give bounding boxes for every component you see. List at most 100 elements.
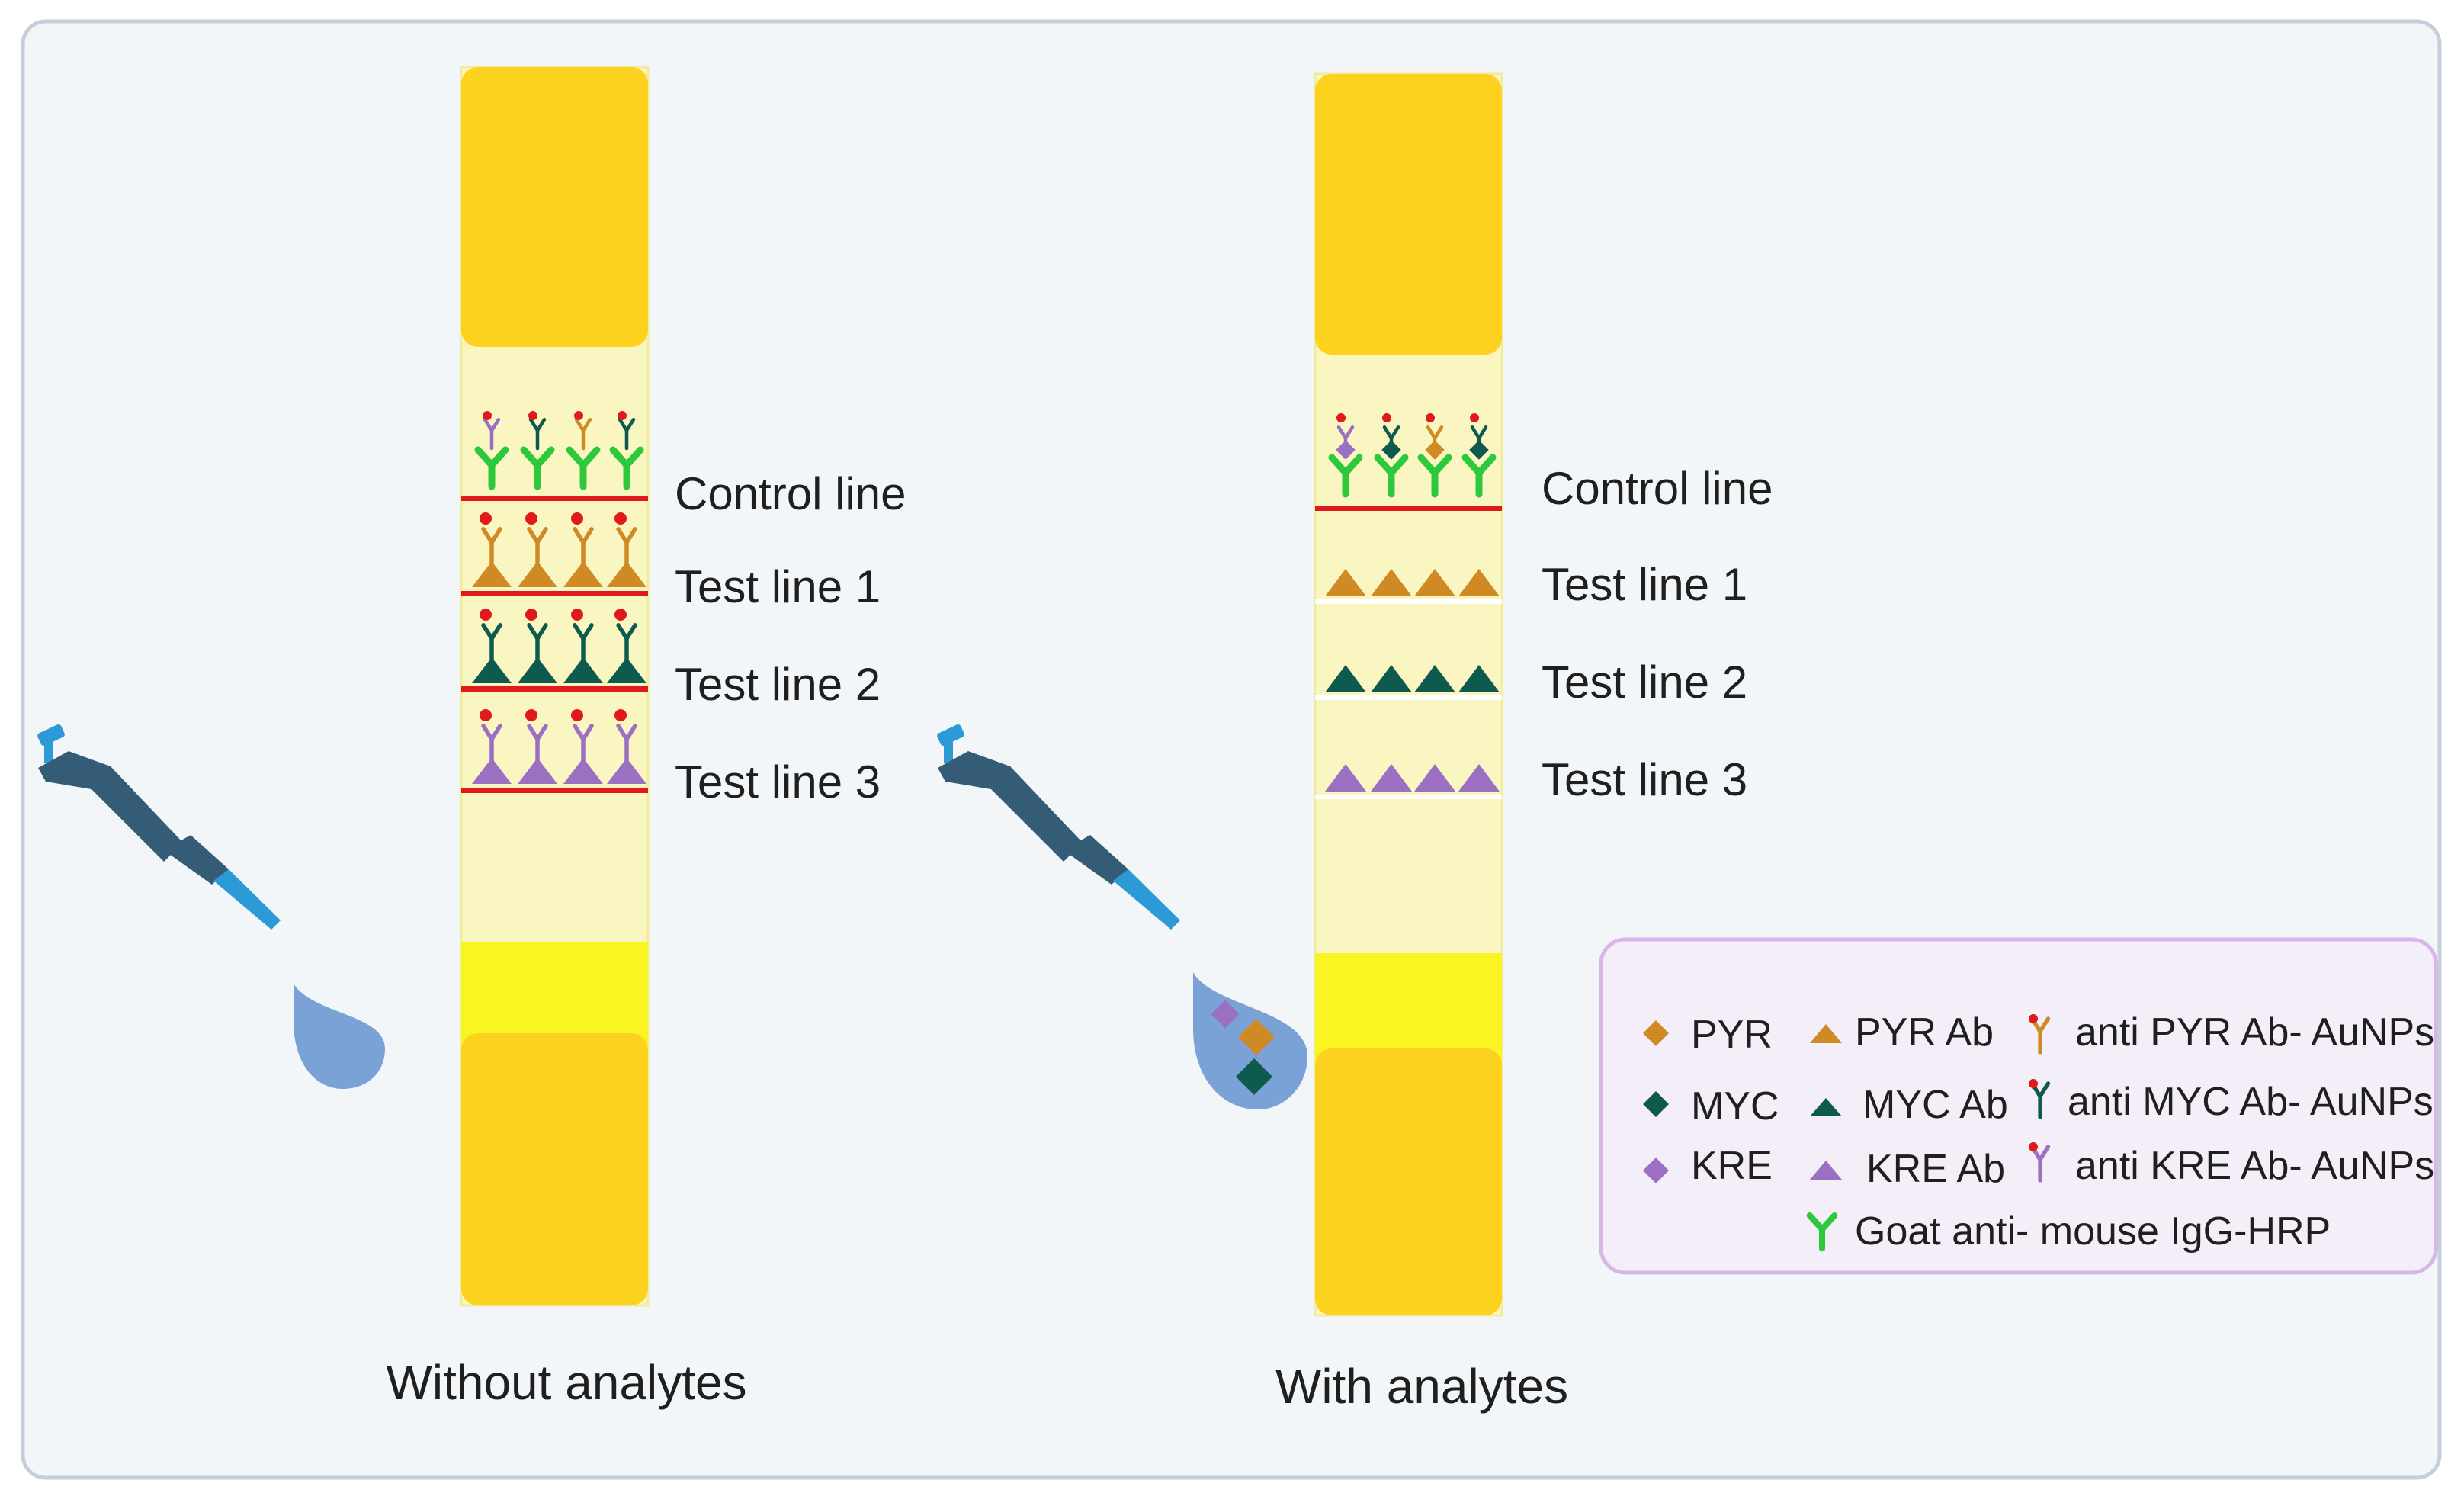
legend-label-goat: Goat anti- mouse IgG-HRP (1855, 1209, 2331, 1254)
triangle-icon (1810, 1024, 1842, 1043)
test-line-3 (461, 788, 648, 793)
legend-label-myc-ab: MYC Ab (1862, 1083, 2008, 1127)
gold-nanoparticle-icon (480, 512, 492, 525)
control-line-label: Control line (1542, 463, 1773, 514)
triangle-icon (472, 758, 512, 784)
triangle-icon (1414, 569, 1455, 596)
goat-antibody-icon (520, 446, 555, 490)
test-line-1 (461, 591, 648, 596)
antibody-icon (481, 724, 502, 763)
legend: PYR MYC KRE PYR Ab MYC Ab KRE Ab anti PY… (1643, 1010, 2434, 1254)
pipette-tip (1113, 869, 1180, 930)
gold-nanoparticle-icon (480, 609, 492, 621)
antibody-icon (528, 417, 547, 451)
antibody-icon (616, 724, 637, 763)
gold-nanoparticle-icon (1336, 413, 1346, 422)
antibody-icon (573, 527, 594, 567)
goat-antibody-icon (474, 446, 509, 490)
triangle-icon (1810, 1098, 1842, 1116)
triangle-icon (1458, 764, 1500, 792)
antibody-icon (481, 527, 502, 567)
strip-caption: Without analytes (386, 1355, 746, 1410)
gold-nanoparticle-icon (571, 709, 583, 721)
legend-label-myc: MYC (1691, 1084, 1779, 1129)
antibody-icon (2029, 1014, 2051, 1055)
test-line-2 (1315, 695, 1502, 700)
pipette-tip (213, 869, 281, 930)
legend-label-kre-ab: KRE Ab (1866, 1147, 2005, 1191)
test-line-3 (1315, 795, 1502, 799)
triangle-icon (607, 561, 646, 587)
antibody-icon (2029, 1142, 2051, 1183)
antibody-icon (616, 623, 637, 663)
gold-nanoparticle-icon (525, 609, 537, 621)
control-line-label: Control line (675, 468, 906, 519)
pipette-shaft (164, 835, 229, 885)
antibody-icon (616, 527, 637, 567)
legend-label-pyr: PYR (1691, 1013, 1773, 1057)
sample-drop-icon (294, 984, 385, 1089)
triangle-icon (1371, 569, 1412, 596)
legend-label-anti-myc: anti MYC Ab- AuNPs (2068, 1080, 2434, 1124)
gold-nanoparticle-icon (483, 411, 492, 420)
antibody-icon (1806, 1212, 1838, 1252)
triangle-icon (518, 758, 557, 784)
triangle-icon (607, 758, 646, 784)
triangle-icon (1325, 764, 1366, 792)
gold-nanoparticle-icon (2029, 1079, 2038, 1088)
goat-antibody-icon (609, 446, 644, 490)
test-line-2-label: Test line 2 (1542, 657, 1747, 708)
goat-antibody-icon (1417, 454, 1452, 498)
antibody-icon (618, 417, 636, 451)
triangle-icon (472, 561, 512, 587)
test-line-1 (1315, 599, 1502, 604)
gold-nanoparticle-icon (614, 709, 627, 721)
absorbent-pad (1315, 74, 1502, 355)
strip-without-analytes (460, 66, 650, 1307)
triangle-icon (563, 758, 603, 784)
gold-nanoparticle-icon (1426, 413, 1435, 422)
pipette-icon (937, 724, 1180, 930)
gold-nanoparticle-icon (618, 411, 627, 420)
gold-nanoparticle-icon (574, 411, 583, 420)
pipette-body (938, 751, 1083, 862)
pipette-body (38, 751, 183, 862)
gold-nanoparticle-icon (1470, 413, 1479, 422)
plunger-rod (44, 739, 53, 763)
antibody-icon (527, 724, 548, 763)
triangle-icon (518, 561, 557, 587)
triangle-icon (1371, 764, 1412, 792)
legend-label-pyr-ab: PYR Ab (1855, 1010, 1994, 1055)
strip-caption: With analytes (1275, 1359, 1568, 1414)
goat-antibody-icon (1461, 454, 1497, 498)
gold-nanoparticle-icon (1382, 413, 1391, 422)
goat-antibody-icon (1374, 454, 1409, 498)
pipette-icon (37, 724, 281, 930)
test-line-1-label: Test line 1 (675, 561, 881, 612)
antibody-icon (483, 417, 501, 451)
gold-nanoparticle-icon (571, 512, 583, 525)
gold-nanoparticle-icon (480, 709, 492, 721)
antibody-icon (527, 623, 548, 663)
legend-label-anti-kre: anti KRE Ab- AuNPs (2075, 1144, 2434, 1188)
legend-label-kre: KRE (1691, 1144, 1773, 1188)
triangle-icon (1414, 665, 1455, 692)
triangle-icon (1458, 569, 1500, 596)
legend-box (1599, 937, 2438, 1275)
legend-label-anti-pyr: anti PYR Ab- AuNPs (2075, 1010, 2434, 1055)
goat-antibody-icon (1806, 1212, 1838, 1252)
antibody-icon (481, 623, 502, 663)
control-line (1315, 506, 1502, 511)
test-line-3-label: Test line 3 (1542, 754, 1747, 805)
goat-antibody-icon (566, 446, 601, 490)
triangle-icon (607, 657, 646, 683)
gold-nanoparticle-icon (525, 709, 537, 721)
gold-nanoparticle-icon (525, 512, 537, 525)
goat-antibody-icon (1328, 454, 1363, 498)
triangle-icon (1414, 764, 1455, 792)
triangle-icon (1810, 1161, 1842, 1180)
antibody-icon (573, 623, 594, 663)
gold-nanoparticle-icon (2029, 1014, 2038, 1023)
gold-nanoparticle-icon (2029, 1142, 2038, 1151)
